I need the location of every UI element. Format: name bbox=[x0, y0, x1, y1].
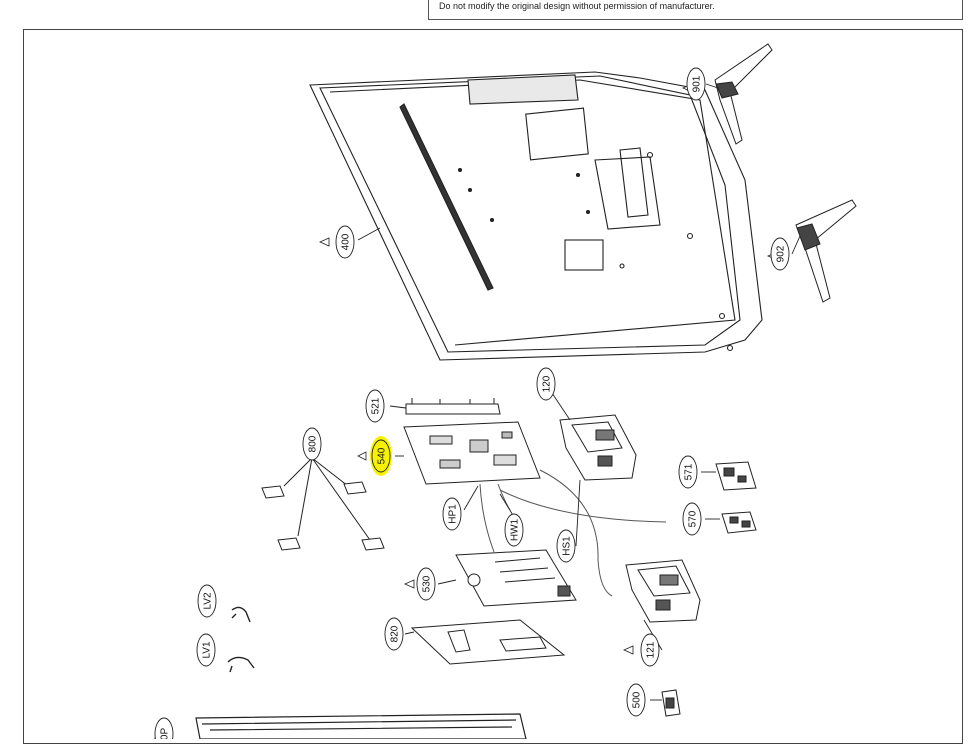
callout-bubble bbox=[682, 502, 702, 536]
callout-bubble bbox=[678, 455, 698, 489]
callout-hp1: HP1 bbox=[442, 497, 462, 531]
callout-bubble bbox=[196, 633, 216, 667]
callout-hw1: HW1 bbox=[504, 513, 524, 547]
callout-530: 530 bbox=[416, 567, 436, 601]
callout-label: 820 bbox=[390, 625, 401, 642]
callout-label: 902 bbox=[776, 245, 787, 262]
callout-bubble bbox=[197, 584, 217, 618]
callout-label: LV2 bbox=[203, 592, 214, 609]
board-571-part bbox=[715, 461, 757, 491]
lvds-clips bbox=[227, 606, 255, 673]
callout-label: HW1 bbox=[510, 518, 521, 541]
callout-bubble bbox=[686, 67, 706, 101]
callout-bubble bbox=[384, 617, 404, 651]
power-board-530-part bbox=[455, 549, 577, 607]
callout-hs1: HS1 bbox=[556, 529, 576, 563]
callout-bubble bbox=[556, 529, 576, 563]
speaker-121-part bbox=[625, 559, 701, 623]
callout-bubble bbox=[302, 427, 322, 461]
speaker-120-part bbox=[559, 414, 637, 481]
callout-570: 570 bbox=[682, 502, 702, 536]
callout-bubble bbox=[770, 237, 790, 271]
callout-bubble bbox=[365, 389, 385, 423]
notice-text: Do not modify the original design withou… bbox=[439, 1, 715, 11]
callout-bubble bbox=[335, 225, 355, 259]
callout-400: 400 bbox=[335, 225, 355, 259]
callout-label: 500 bbox=[632, 691, 643, 708]
callout-lv2: LV2 bbox=[197, 584, 217, 618]
sheet-820-part bbox=[410, 619, 566, 665]
board-570-part bbox=[721, 511, 757, 534]
callout-521: 521 bbox=[365, 389, 385, 423]
callout-label: HP1 bbox=[448, 504, 459, 524]
callout-label: LV1 bbox=[202, 641, 213, 658]
callout-0p: 0P bbox=[154, 717, 174, 739]
stand-902-part bbox=[795, 199, 857, 303]
stand-901-part bbox=[714, 43, 773, 145]
back-cover-part bbox=[309, 71, 763, 361]
callout-bubble bbox=[536, 367, 556, 401]
highlight-540 bbox=[370, 436, 392, 476]
callout-label: HS1 bbox=[562, 536, 573, 556]
callout-label: 121 bbox=[646, 641, 657, 658]
callout-label: 530 bbox=[422, 575, 433, 592]
callout-bubble bbox=[626, 683, 646, 717]
callout-901: 901 bbox=[686, 67, 706, 101]
callout-bubble bbox=[416, 567, 436, 601]
callout-820: 820 bbox=[384, 617, 404, 651]
callout-bubble bbox=[640, 633, 660, 667]
callout-label: 570 bbox=[688, 510, 699, 527]
callout-label: 800 bbox=[308, 435, 319, 452]
callout-label: 400 bbox=[341, 233, 352, 250]
callout-label: 571 bbox=[684, 463, 695, 480]
front-frame-part bbox=[195, 713, 527, 739]
notice-box: Do not modify the original design withou… bbox=[428, 0, 963, 20]
callout-bubble bbox=[371, 439, 391, 473]
callout-label: 540 bbox=[377, 447, 388, 464]
callout-bubble bbox=[442, 497, 462, 531]
callout-label: 0P bbox=[160, 728, 171, 739]
callout-label: 521 bbox=[371, 397, 382, 414]
main-board-540-part bbox=[403, 421, 541, 485]
callout-bubble bbox=[154, 717, 174, 739]
callout-571: 571 bbox=[678, 455, 698, 489]
callout-label: 120 bbox=[542, 375, 553, 392]
callout-lv1: LV1 bbox=[196, 633, 216, 667]
callout-label: 901 bbox=[692, 75, 703, 92]
callout-121: 121 bbox=[640, 633, 660, 667]
bracket-521-part bbox=[405, 398, 501, 415]
callout-500: 500 bbox=[626, 683, 646, 717]
callout-bubble bbox=[504, 513, 524, 547]
screws-800-part bbox=[261, 457, 385, 551]
callout-902: 902 bbox=[770, 237, 790, 271]
part-500 bbox=[661, 689, 681, 717]
callout-120: 120 bbox=[536, 367, 556, 401]
callout-800: 800 bbox=[302, 427, 322, 461]
callout-540: 540 bbox=[371, 439, 391, 473]
